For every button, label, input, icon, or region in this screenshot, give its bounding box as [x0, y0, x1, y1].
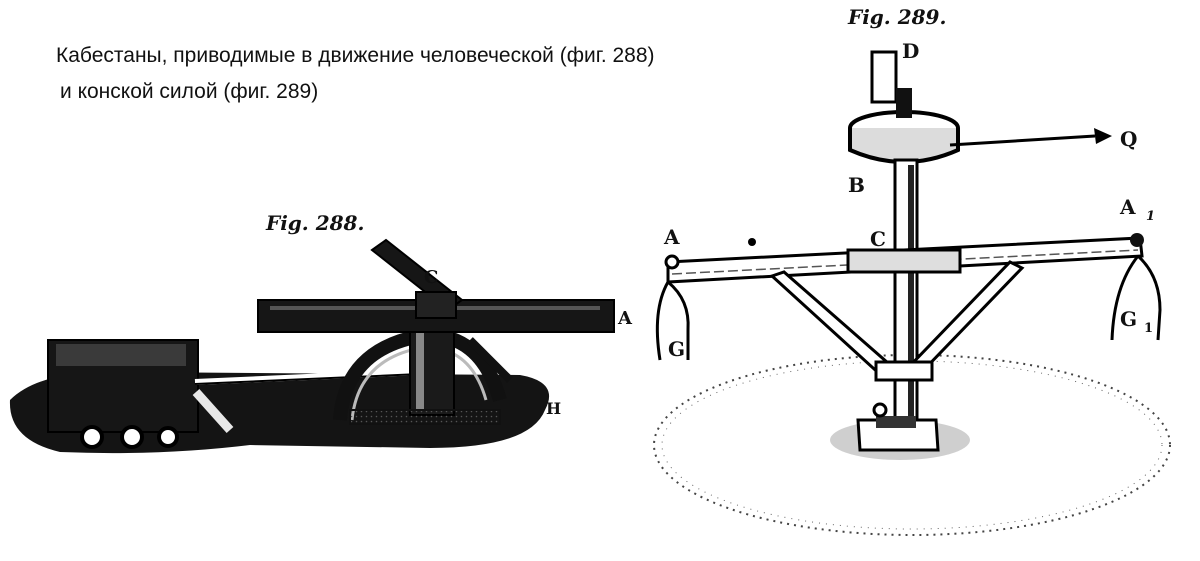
bracket-d [870, 50, 898, 104]
figure-289 [653, 50, 1171, 536]
wheel-2 [120, 425, 144, 449]
fig-289-label-a: A [663, 225, 680, 249]
hook-g1 [1136, 254, 1162, 341]
fig-289-label-a1: A [1119, 195, 1136, 219]
fig-289-label-d: D [902, 39, 919, 63]
fig-289-label-g: G [668, 337, 685, 361]
fig-289-label-q: Q [1120, 127, 1137, 151]
brace-288 [192, 388, 234, 434]
load-box-top [56, 344, 186, 366]
fig-288-label-c: C [424, 267, 438, 288]
fig-289-label-g1-sub: 1 [1144, 321, 1153, 336]
end-knob-a1 [1130, 233, 1144, 247]
end-knob-a [664, 254, 680, 270]
beam-clamp [846, 248, 962, 274]
hook-g [667, 280, 690, 360]
fig-288-label-a: A [617, 308, 633, 329]
fig-289-title: Fig. 289. [847, 5, 946, 29]
pulley-side [848, 128, 960, 164]
caption: Кабестаны, приводимые в движение человеч… [56, 38, 655, 110]
collar [874, 360, 934, 382]
hub-288 [415, 291, 457, 319]
fig-289-label-g1: G [1120, 307, 1137, 331]
fig-288-title: Fig. 288. [265, 211, 364, 235]
fig-289-label-b: B [848, 173, 865, 197]
rope-289 [949, 134, 1096, 147]
caption-line-2: и конской силой (фиг. 289) [60, 80, 319, 103]
wheel-1 [80, 425, 104, 449]
wheel-3 [157, 426, 179, 448]
fig-289-label-c: C [870, 227, 886, 251]
caption-line-1: Кабестаны, приводимые в движение человеч… [56, 44, 655, 67]
figure-288 [9, 238, 615, 454]
rope-288 [194, 369, 421, 385]
fig-289-label-a1-sub: 1 [1146, 209, 1155, 224]
arrow-q [1094, 128, 1112, 144]
fig-288-label-h: H [546, 399, 561, 418]
gear-base [349, 409, 501, 425]
